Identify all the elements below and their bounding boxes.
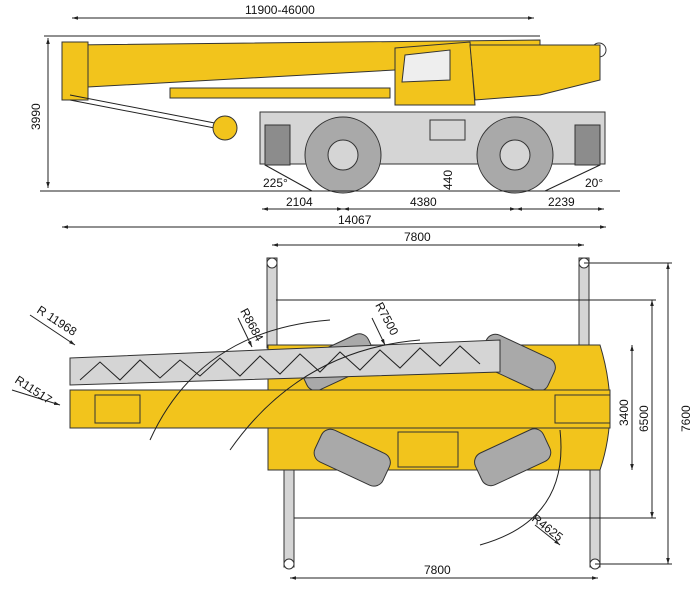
jib-lattice-bracing: [79, 345, 481, 381]
departure-angle-line: [544, 164, 601, 192]
lattice-jib: [69, 339, 501, 386]
main-boom-plan: [69, 389, 611, 429]
fuel-tank: [429, 119, 466, 141]
hook-block: [212, 115, 238, 141]
boom-length-label: 11900-46000: [245, 3, 315, 17]
hoist-rope: [69, 94, 226, 126]
outrigger-pad: [266, 257, 278, 269]
outrigger-front-right: [283, 461, 295, 568]
height-label: 3990: [29, 103, 43, 130]
outrigger-mid-width-label: 6500: [637, 405, 651, 432]
radius-arc-front: [149, 319, 331, 441]
outrigger-rear-left: [578, 257, 590, 349]
rear-outrigger-box: [574, 124, 601, 166]
cab-plan: [397, 431, 459, 468]
approach-angle-label: 225°: [263, 176, 288, 190]
cab-window: [401, 49, 451, 83]
boom-pivot-plan: [554, 394, 611, 424]
outrigger-span-top-label: 7800: [404, 230, 431, 244]
front-outrigger-box: [264, 124, 291, 166]
front-wheel-hub: [327, 139, 359, 171]
luffing-cylinder: [169, 87, 391, 99]
radius-rear-leader: [534, 524, 561, 546]
tyre: [474, 428, 552, 487]
outrigger-pad: [283, 558, 295, 570]
rear-wheel-hub: [499, 139, 531, 171]
radius-rear-label: R4625: [529, 511, 566, 544]
superstructure: [469, 44, 601, 101]
outrigger-front-left: [266, 257, 278, 349]
radius-cw-leader: [371, 317, 386, 346]
radius-head-leader: [11, 389, 61, 406]
outrigger-full-width-label: 7600: [679, 405, 693, 432]
ground-clearance-label: 440: [441, 170, 455, 190]
outrigger-rear-right: [589, 461, 601, 568]
tyre: [313, 428, 391, 487]
carrier-width-label: 3400: [617, 399, 631, 426]
plan-view: 7800 7800: [11, 230, 693, 580]
radius-arc-mid: [229, 339, 421, 451]
rear-overhang-label: 2239: [548, 195, 575, 209]
hoist-rope-2: [69, 99, 226, 131]
departure-angle-label: 20°: [585, 176, 603, 190]
radius-counterweight-label: R7500: [372, 300, 401, 338]
radius-arc-rear: [479, 429, 562, 546]
boom-head: [61, 41, 89, 101]
radius-jib-leader: [29, 314, 76, 346]
boom-head-plan: [94, 394, 141, 424]
front-overhang-label: 2104: [286, 195, 313, 209]
outrigger-span-bottom-label: 7800: [424, 563, 451, 577]
radius-front-leader: [237, 317, 253, 348]
radius-boom-head-label: R11517: [12, 373, 54, 407]
overall-length-label: 14067: [338, 213, 372, 227]
side-view: 11900-46000 3990 225° 440 20°: [29, 3, 620, 229]
approach-angle-line: [264, 164, 313, 192]
wheelbase-label: 4380: [410, 195, 437, 209]
